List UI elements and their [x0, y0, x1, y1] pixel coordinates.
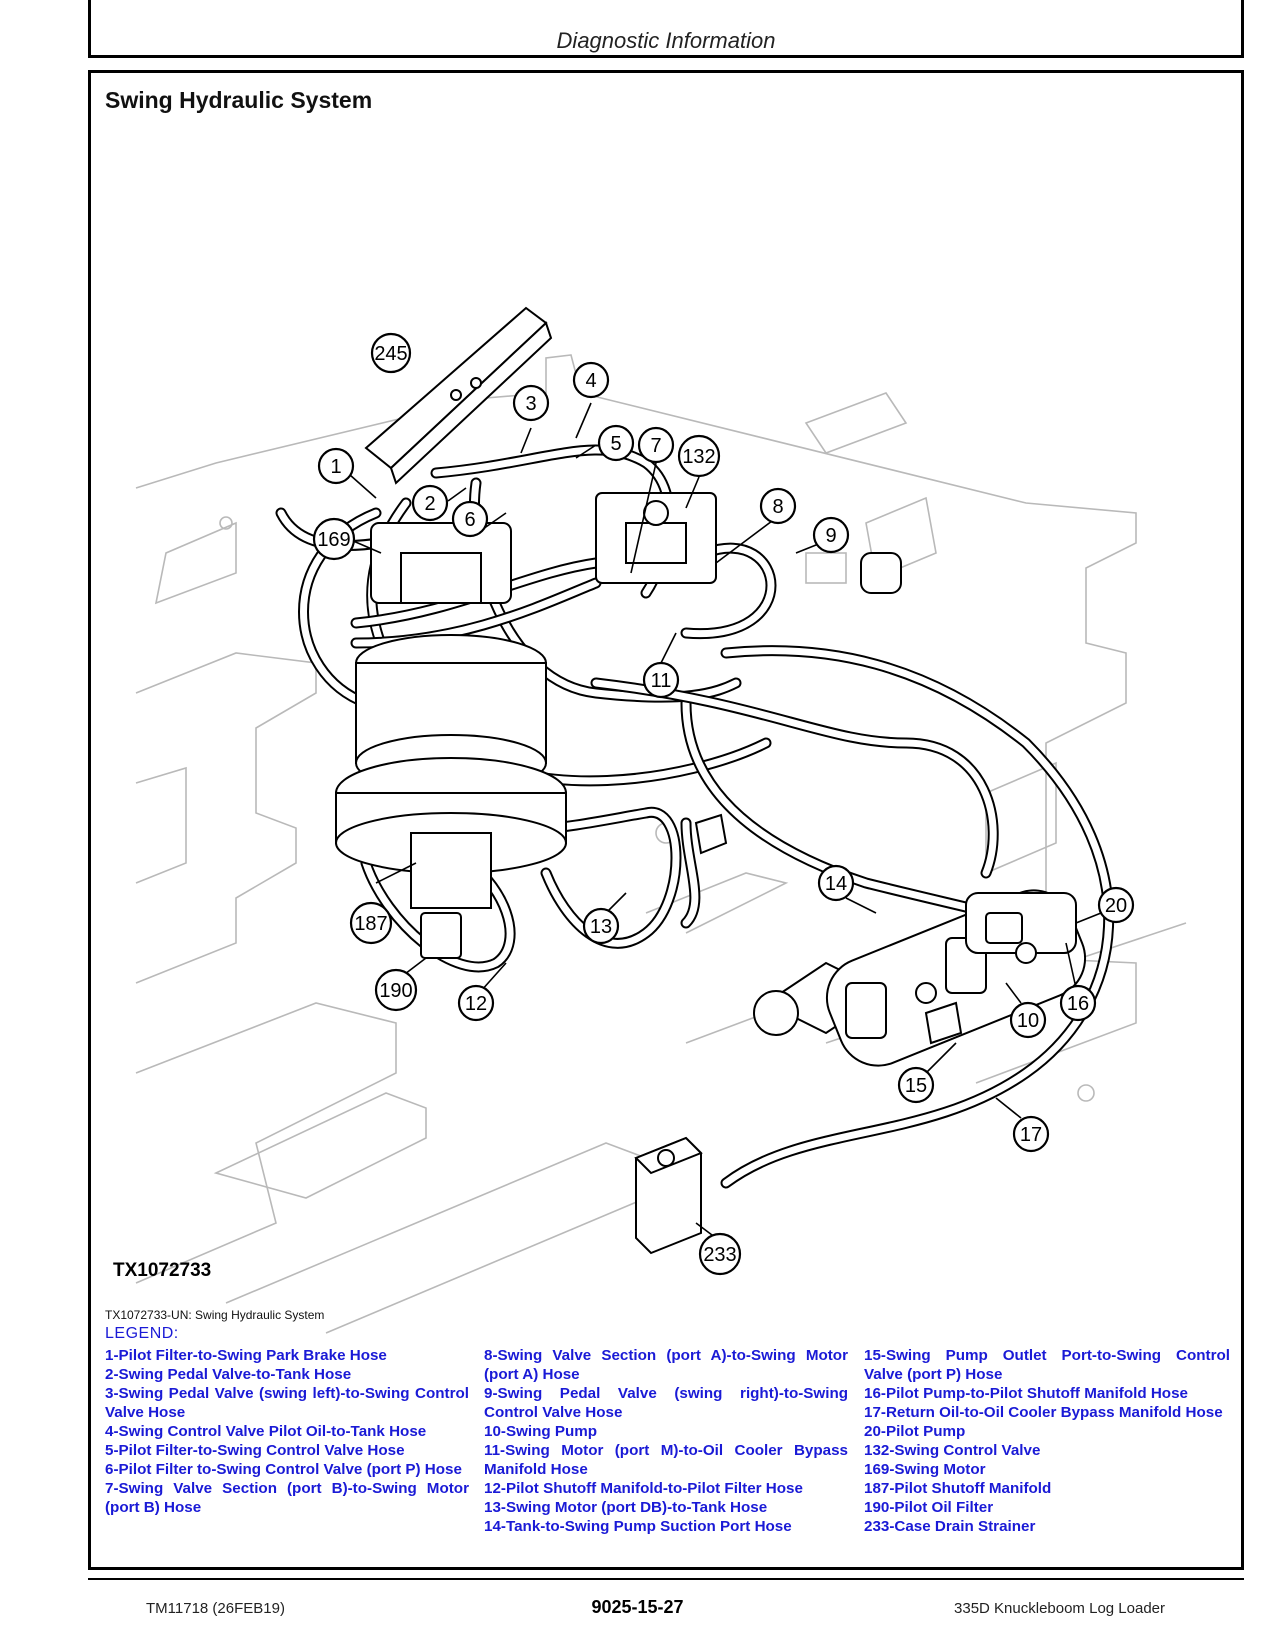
legend-item: 10-Swing Pump	[484, 1423, 598, 1440]
legend-item: 12-Pilot Shutoff Manifold-to-Pilot Filte…	[484, 1480, 803, 1497]
legend-item: 2-Swing Pedal Valve-to-Tank Hose	[105, 1366, 352, 1383]
legend-item: 169-Swing Motor	[864, 1461, 986, 1478]
legend-heading: LEGEND:	[105, 1325, 179, 1342]
callout-7: 7	[637, 426, 675, 464]
callout-187: 187	[349, 901, 393, 945]
callout-11: 11	[642, 661, 680, 699]
legend-item: 16-Pilot Pump-to-Pilot Shutoff Manifold …	[864, 1385, 1188, 1402]
callout-15: 15	[897, 1066, 935, 1104]
svg-text:12: 12	[465, 993, 487, 1015]
legend-item: 15-Swing Pump Outlet Port-to-Swing Contr…	[864, 1347, 1230, 1383]
svg-text:187: 187	[354, 913, 387, 935]
legend-column-1: 1-Pilot Filter-to-Swing Park Brake Hose …	[105, 1346, 469, 1517]
footer-divider	[88, 1578, 1244, 1580]
svg-text:10: 10	[1017, 1010, 1039, 1032]
svg-text:16: 16	[1067, 993, 1089, 1015]
callout-17: 17	[1012, 1115, 1050, 1153]
callout-10: 10	[1009, 1001, 1047, 1039]
svg-text:132: 132	[682, 446, 715, 468]
legend-item: 3-Swing Pedal Valve (swing left)-to-Swin…	[105, 1385, 469, 1421]
legend-item: 4-Swing Control Valve Pilot Oil-to-Tank …	[105, 1423, 427, 1440]
content-frame: Swing Hydraulic System	[88, 70, 1244, 1570]
callout-8: 8	[759, 487, 797, 525]
svg-text:233: 233	[703, 1244, 736, 1266]
footer-machine-name: 335D Knuckleboom Log Loader	[954, 1600, 1165, 1617]
callout-245: 245	[370, 332, 412, 374]
legend-item: 13-Swing Motor (port DB)-to-Tank Hose	[484, 1499, 768, 1516]
legend-item: 233-Case Drain Strainer	[864, 1518, 1036, 1535]
legend-item: 6-Pilot Filter to-Swing Control Valve (p…	[105, 1461, 462, 1478]
legend-item: 5-Pilot Filter-to-Swing Control Valve Ho…	[105, 1442, 405, 1459]
svg-text:169: 169	[317, 529, 350, 551]
legend-item: 9-Swing Pedal Valve (swing right)-to-Swi…	[484, 1385, 848, 1421]
legend-item: 7-Swing Valve Section (port B)-to-Swing …	[105, 1480, 469, 1516]
svg-text:5: 5	[610, 433, 621, 455]
callout-190: 190	[374, 968, 418, 1012]
svg-text:8: 8	[772, 496, 783, 518]
figure-caption: TX1072733-UN: Swing Hydraulic System	[105, 1308, 325, 1322]
callout-132: 132	[677, 434, 721, 478]
svg-text:11: 11	[651, 670, 672, 692]
section-title: Swing Hydraulic System	[105, 87, 373, 113]
svg-text:14: 14	[825, 873, 847, 895]
legend-item: 20-Pilot Pump	[864, 1423, 966, 1440]
callout-3: 3	[512, 384, 550, 422]
legend-item: 14-Tank-to-Swing Pump Suction Port Hose	[484, 1518, 792, 1535]
callout-6: 6	[451, 500, 489, 538]
svg-text:3: 3	[525, 393, 536, 415]
legend-item: 8-Swing Valve Section (port A)-to-Swing …	[484, 1347, 848, 1383]
header-frame: Diagnostic Information	[88, 0, 1244, 58]
legend-item: 190-Pilot Oil Filter	[864, 1499, 994, 1516]
svg-text:1: 1	[330, 456, 341, 478]
legend-item: 11-Swing Motor (port M)-to-Oil Cooler By…	[484, 1442, 848, 1478]
callout-2: 2	[411, 484, 449, 522]
figure-id: TX1072733	[113, 1260, 212, 1281]
svg-text:6: 6	[464, 509, 475, 531]
callout-4: 4	[572, 361, 610, 399]
svg-text:13: 13	[590, 916, 612, 938]
callouts: 245 4 3 5 7 132 1 2 6 8 9 169 11 187 13 …	[312, 332, 1135, 1276]
legend-column-3: 15-Swing Pump Outlet Port-to-Swing Contr…	[864, 1346, 1230, 1536]
callout-233: 233	[698, 1232, 742, 1276]
svg-text:7: 7	[650, 435, 661, 457]
svg-text:9: 9	[825, 525, 836, 547]
swing-hydraulic-diagram: 245 4 3 5 7 132 1 2 6 8 9 169 11 187 13 …	[135, 306, 1187, 1334]
callout-14: 14	[817, 864, 855, 902]
svg-text:20: 20	[1105, 895, 1127, 917]
callout-12: 12	[457, 984, 495, 1022]
legend-item: 17-Return Oil-to-Oil Cooler Bypass Manif…	[864, 1404, 1223, 1421]
svg-text:17: 17	[1020, 1124, 1042, 1146]
callout-5: 5	[597, 424, 635, 462]
page-header-title: Diagnostic Information	[556, 28, 776, 53]
callout-169: 169	[312, 517, 356, 561]
footer-page-number: 9025-15-27	[591, 1597, 684, 1617]
svg-text:15: 15	[905, 1075, 927, 1097]
svg-text:4: 4	[585, 370, 596, 392]
svg-text:245: 245	[374, 343, 407, 365]
svg-text:2: 2	[424, 493, 435, 515]
callout-16: 16	[1059, 984, 1097, 1022]
svg-text:190: 190	[379, 980, 412, 1002]
legend-column-2: 8-Swing Valve Section (port A)-to-Swing …	[484, 1346, 848, 1536]
callout-1: 1	[317, 447, 355, 485]
components	[335, 306, 1087, 1255]
legend-item: 1-Pilot Filter-to-Swing Park Brake Hose	[105, 1347, 387, 1364]
callout-9: 9	[812, 516, 850, 554]
callout-13: 13	[582, 907, 620, 945]
legend-item: 132-Swing Control Valve	[864, 1442, 1041, 1459]
footer-manual-id: TM11718 (26FEB19)	[146, 1600, 285, 1617]
legend-item: 187-Pilot Shutoff Manifold	[864, 1480, 1052, 1497]
callout-20: 20	[1097, 886, 1135, 924]
